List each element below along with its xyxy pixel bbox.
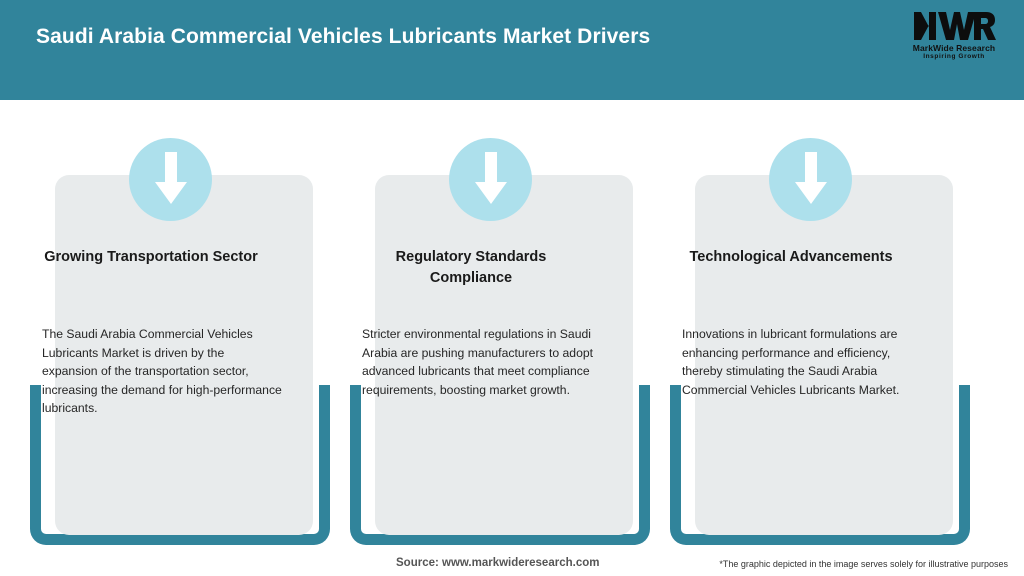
logo-tagline: Inspiring Growth xyxy=(923,53,985,60)
card-panel xyxy=(695,175,953,535)
mwr-logo-icon xyxy=(914,12,996,40)
drivers-card-row: Growing Transportation Sector The Saudi … xyxy=(0,100,1024,545)
card-icon-circle xyxy=(449,138,532,221)
card-heading: Growing Transportation Sector xyxy=(44,249,258,265)
card-bracket xyxy=(670,385,970,545)
card-heading: Regulatory Standards Compliance xyxy=(395,249,547,286)
card-body-text: Stricter environmental regulations in Sa… xyxy=(362,327,594,397)
page-title: Saudi Arabia Commercial Vehicles Lubrica… xyxy=(36,25,651,48)
header-bar: Saudi Arabia Commercial Vehicles Lubrica… xyxy=(0,0,1024,100)
card-icon-circle xyxy=(129,138,212,221)
card-body-text: Innovations in lubricant formulations ar… xyxy=(682,327,900,397)
down-arrow-icon xyxy=(155,152,187,204)
card-heading: Technological Advancements xyxy=(689,249,893,265)
disclaimer-note: *The graphic depicted in the image serve… xyxy=(719,559,1008,569)
logo-company-name: MarkWide Research xyxy=(912,43,996,53)
driver-card: Growing Transportation Sector The Saudi … xyxy=(22,100,342,545)
down-arrow-icon xyxy=(475,152,507,204)
source-label: Source: www.markwideresearch.com xyxy=(396,557,600,569)
card-panel xyxy=(375,175,633,535)
down-arrow-icon xyxy=(795,152,827,204)
card-body-text: The Saudi Arabia Commercial Vehicles Lub… xyxy=(42,327,282,415)
card-icon-circle xyxy=(769,138,852,221)
card-bracket xyxy=(350,385,650,545)
brand-logo: MarkWide Research Inspiring Growth xyxy=(902,8,1006,70)
card-panel xyxy=(55,175,313,535)
driver-card: Regulatory Standards Compliance Stricter… xyxy=(342,100,662,545)
card-bracket xyxy=(30,385,330,545)
driver-card: Technological Advancements Innovations i… xyxy=(662,100,982,545)
